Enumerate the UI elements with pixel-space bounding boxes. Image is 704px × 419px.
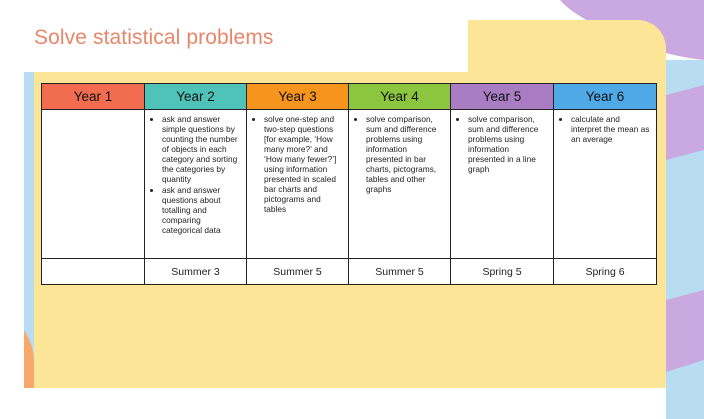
header-year-6: Year 6: [553, 83, 657, 110]
objective-item: solve comparison, sum and difference pro…: [366, 114, 444, 194]
term-year-1: [41, 258, 145, 285]
term-year-6: Spring 6: [553, 258, 657, 285]
objectives-year-6: calculate and interpret the mean as an a…: [553, 109, 657, 259]
header-year-2: Year 2: [144, 83, 247, 110]
term-year-4: Summer 5: [348, 258, 451, 285]
objectives-year-2: ask and answer simple questions by count…: [144, 109, 247, 259]
curriculum-table: Year 1 Year 2 Year 3 Year 4 Year 5 Year …: [41, 83, 657, 285]
slide-title: Solve statistical problems: [34, 26, 274, 49]
objective-item: ask and answer simple questions by count…: [162, 114, 240, 184]
objective-item: solve comparison, sum and difference pro…: [468, 114, 547, 174]
header-year-3: Year 3: [246, 83, 349, 110]
objectives-row: ask and answer simple questions by count…: [41, 109, 657, 259]
objective-item: ask and answer questions about totalling…: [162, 185, 240, 235]
header-year-5: Year 5: [450, 83, 554, 110]
objective-item: solve one-step and two-step questions [f…: [264, 114, 342, 214]
header-row: Year 1 Year 2 Year 3 Year 4 Year 5 Year …: [41, 83, 657, 110]
term-year-5: Spring 5: [450, 258, 554, 285]
objectives-year-1: [41, 109, 145, 259]
decor-left-strip: [24, 72, 34, 388]
objectives-year-5: solve comparison, sum and difference pro…: [450, 109, 554, 259]
term-year-2: Summer 3: [144, 258, 247, 285]
decor-right-purple-2: [666, 290, 704, 372]
terms-row: Summer 3 Summer 5 Summer 5 Spring 5 Spri…: [41, 258, 657, 285]
header-year-1: Year 1: [41, 83, 145, 110]
header-year-4: Year 4: [348, 83, 451, 110]
decor-top-panel: [468, 20, 666, 72]
objective-item: calculate and interpret the mean as an a…: [571, 114, 650, 144]
term-year-3: Summer 5: [246, 258, 349, 285]
objectives-year-4: solve comparison, sum and difference pro…: [348, 109, 451, 259]
decor-right-purple: [666, 85, 704, 160]
decor-left-orange: [24, 330, 34, 388]
objectives-year-3: solve one-step and two-step questions [f…: [246, 109, 349, 259]
